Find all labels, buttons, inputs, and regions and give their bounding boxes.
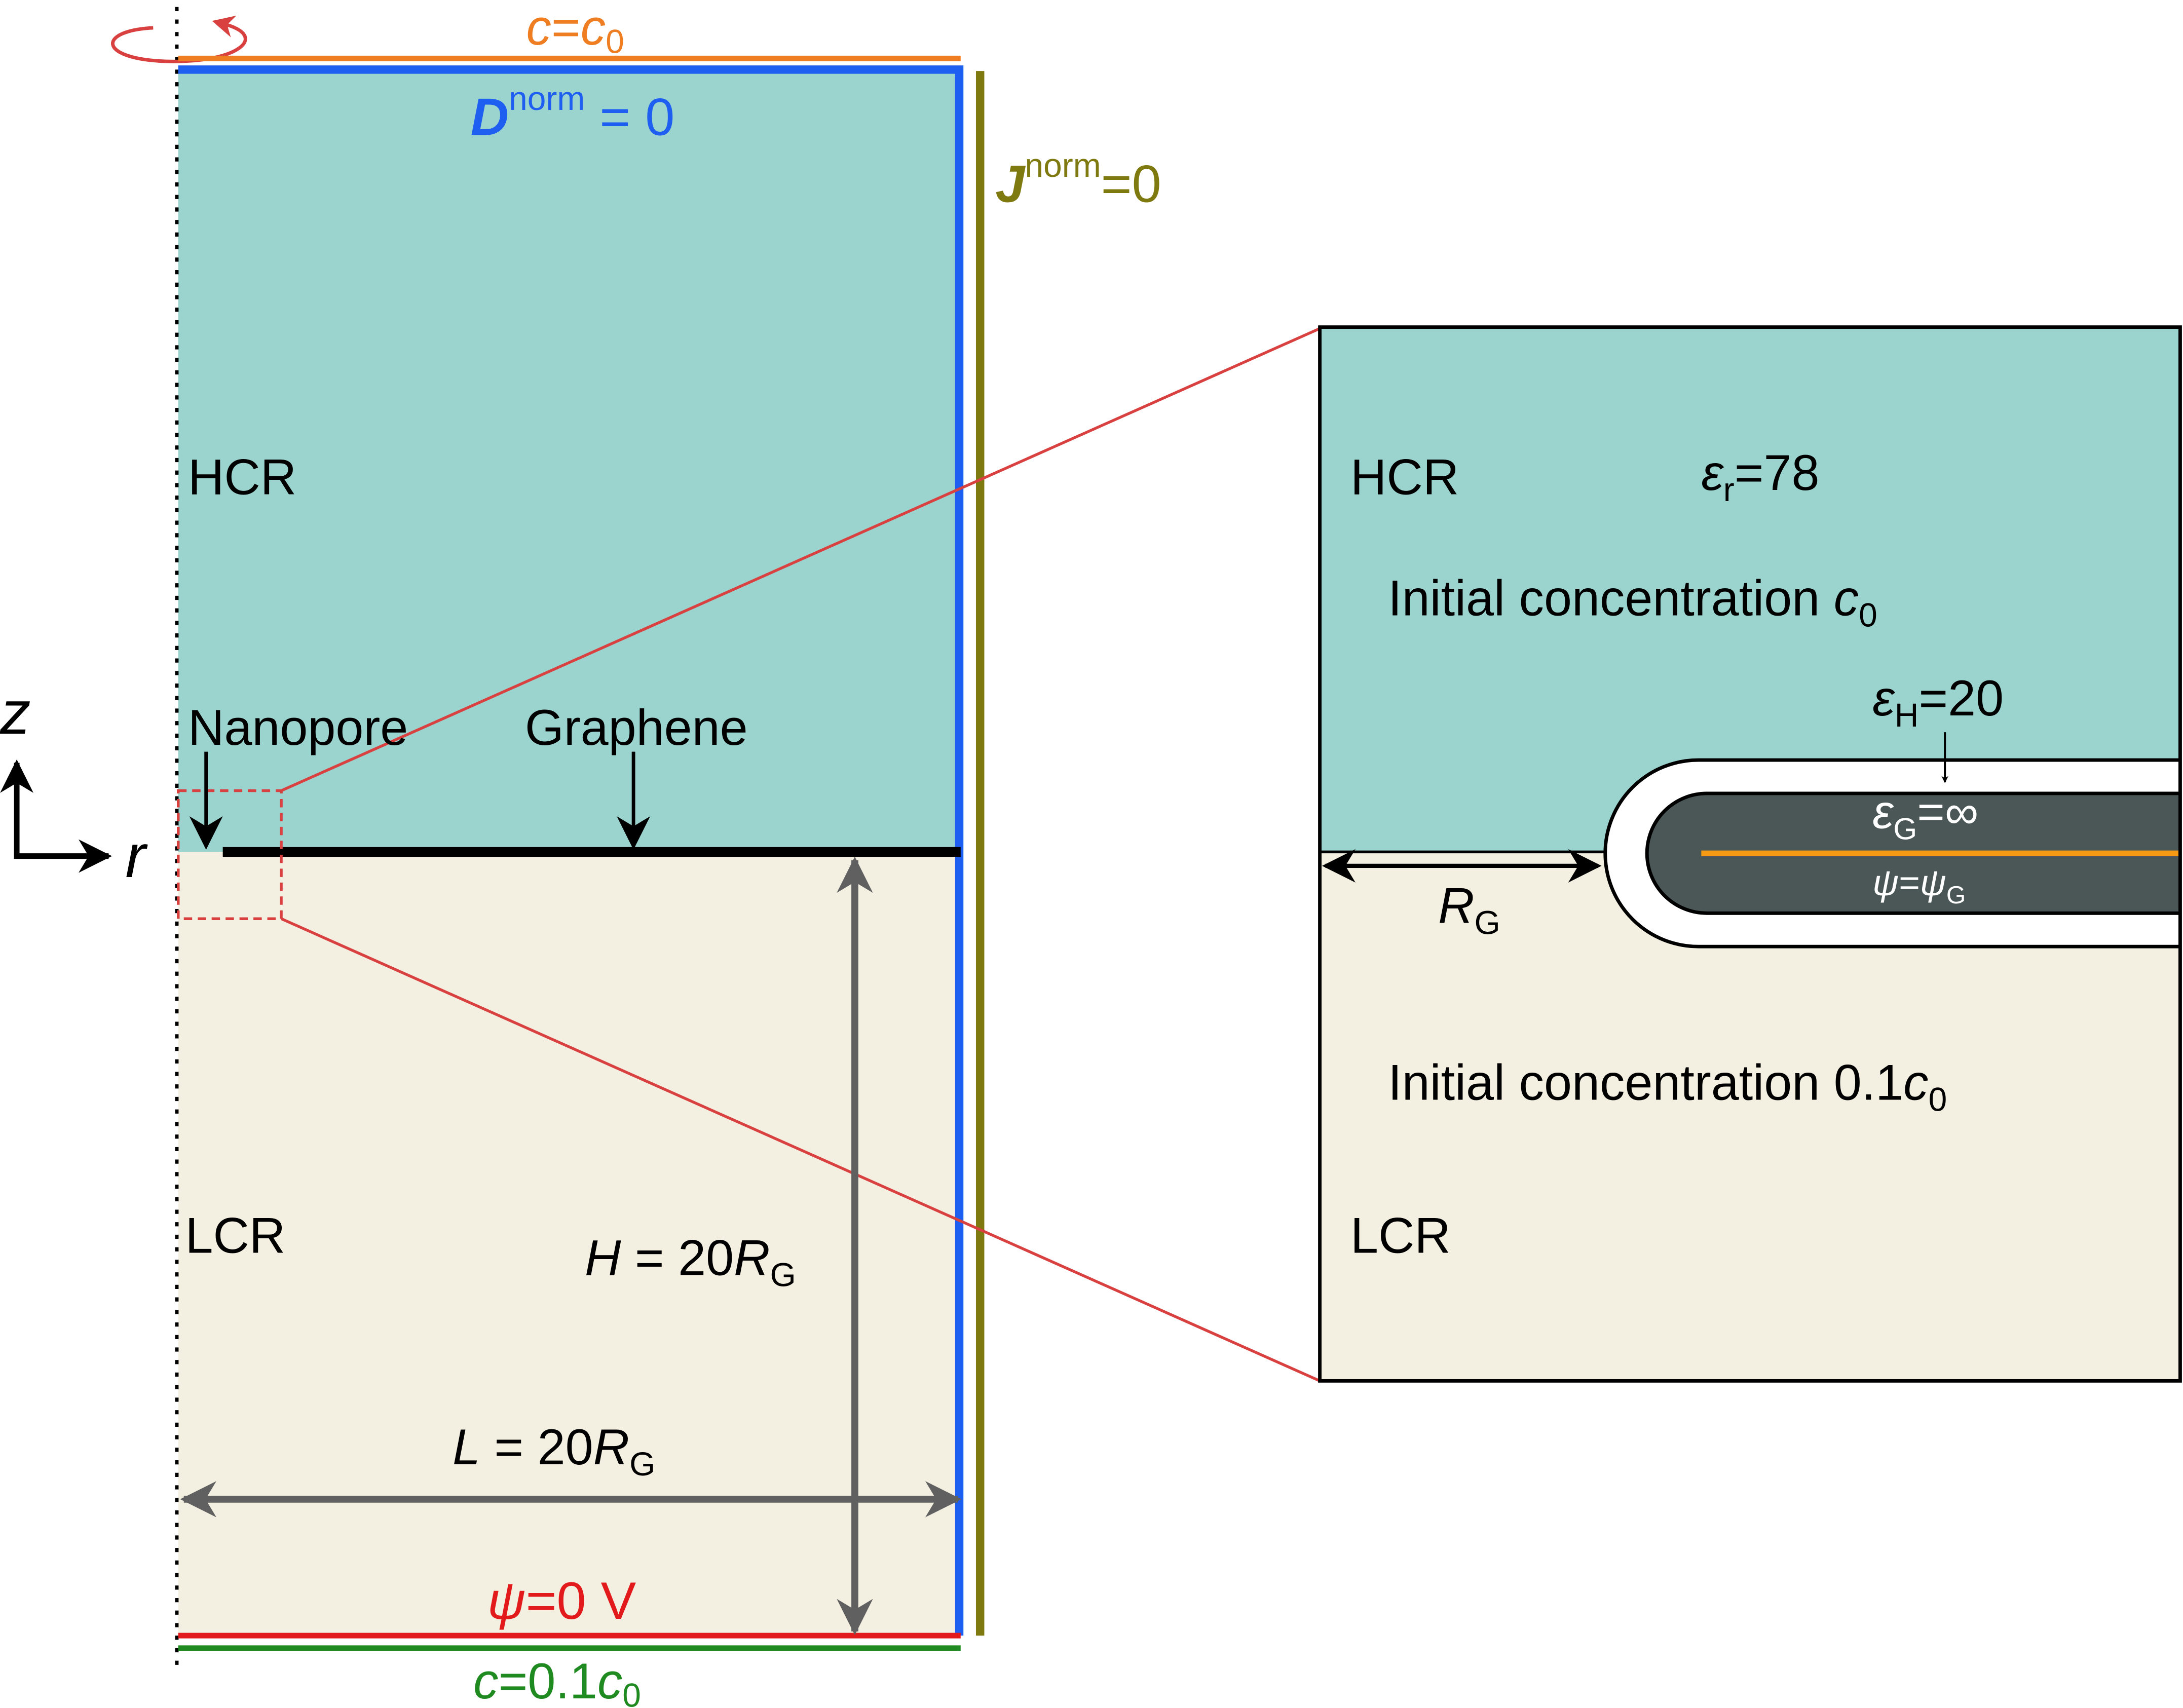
flux-label: Jnorm=0	[995, 146, 1161, 213]
rg-label: RG	[1438, 877, 1500, 941]
zoom-box	[176, 789, 283, 920]
zoom-inset: HCR LCR εr=78 Initial concentration c0 ε…	[1318, 325, 2182, 1383]
zoom-hcr-label: HCR	[1350, 448, 1459, 505]
potential-label: ψ=0 V	[487, 1571, 636, 1630]
displacement-label: Dnorm = 0	[471, 80, 675, 146]
eps-g-label: εG=∞	[1872, 785, 1978, 846]
hcr-region	[178, 69, 960, 852]
initial-concentration-top: Initial concentration c0	[1388, 570, 1877, 633]
eps-r-label: εr=78	[1701, 444, 1819, 508]
bottom-concentration-label: c=0.1c0	[473, 1653, 641, 1708]
initial-concentration-bottom: Initial concentration 0.1c0	[1388, 1054, 1947, 1118]
height-label: H = 20RG	[585, 1230, 796, 1294]
top-concentration-label: c=c0	[526, 0, 624, 60]
length-label: L = 20RG	[453, 1419, 655, 1483]
zoom-line-bottom	[280, 917, 1321, 1382]
rotation-icon	[111, 15, 247, 63]
zoom-lcr-label: LCR	[1350, 1207, 1451, 1264]
z-axis-label: z	[0, 678, 31, 747]
psi-g-label: ψ=ψG	[1872, 863, 1966, 909]
hcr-label: HCR	[188, 448, 296, 505]
zoom-frame	[1318, 325, 2182, 1383]
nanopore-label: Nanopore	[188, 699, 408, 755]
lcr-region	[178, 852, 960, 1636]
graphene-label: Graphene	[525, 699, 748, 755]
zoom-line-top	[280, 327, 1321, 792]
eps-h-label: εH=20	[1872, 670, 2004, 734]
lcr-label: LCR	[185, 1207, 285, 1264]
r-axis-label: r	[125, 822, 148, 890]
displacement-boundary	[178, 65, 964, 1636]
